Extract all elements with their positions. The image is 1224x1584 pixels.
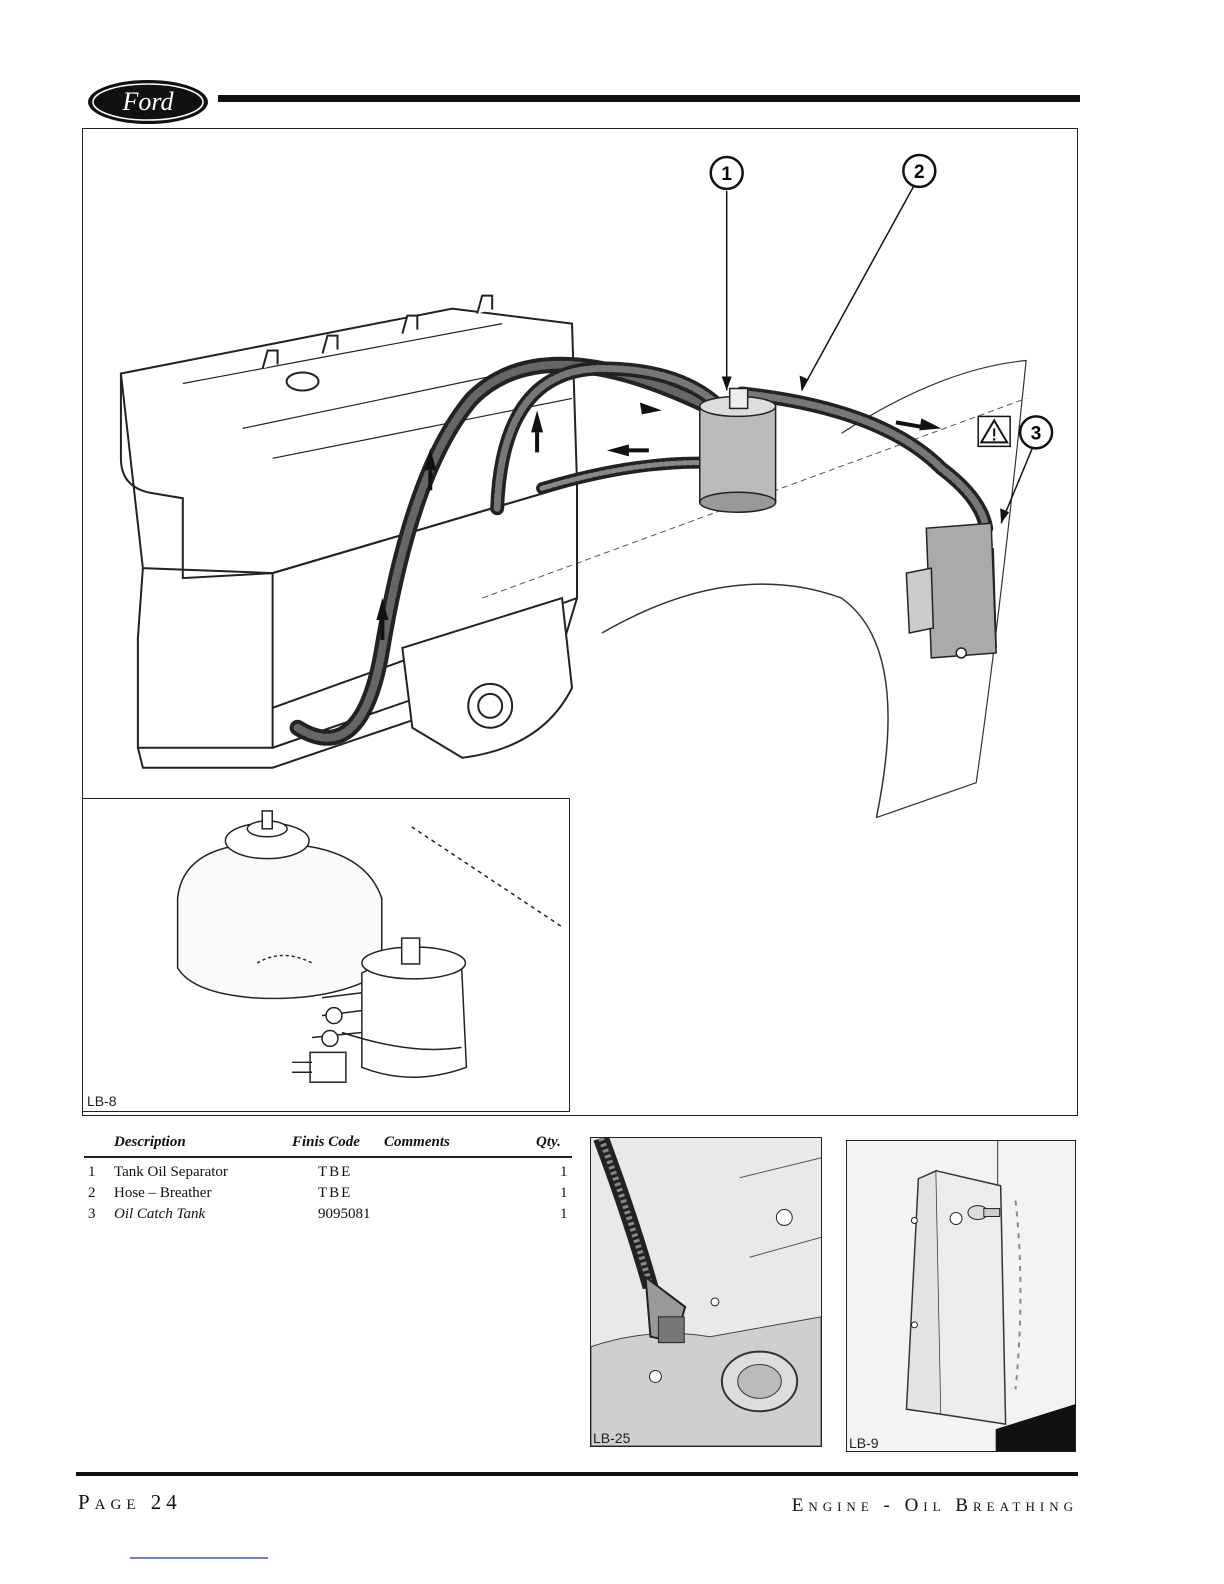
table-header-rule bbox=[84, 1156, 572, 1158]
part-description: Tank Oil Separator bbox=[114, 1164, 228, 1181]
column-header-description: Description bbox=[114, 1134, 186, 1151]
svg-text:2: 2 bbox=[914, 162, 925, 183]
callout-1: 1 bbox=[711, 157, 743, 189]
part-finis-code: TBE bbox=[318, 1164, 352, 1181]
part-qty: 1 bbox=[560, 1164, 568, 1181]
footer-link-line bbox=[130, 1557, 268, 1559]
table-row: 3 Oil Catch Tank 9095081 1 bbox=[84, 1206, 572, 1227]
parts-table-header: Description Finis Code Comments Qty. bbox=[84, 1134, 572, 1154]
inset-label: LB-8 bbox=[87, 1093, 117, 1109]
photo-label: LB-25 bbox=[593, 1430, 630, 1446]
header-rule bbox=[218, 95, 1080, 102]
table-row: 2 Hose – Breather TBE 1 bbox=[84, 1185, 572, 1206]
footer-rule bbox=[76, 1472, 1078, 1476]
svg-text:1: 1 bbox=[721, 164, 732, 185]
column-header-finis-code: Finis Code bbox=[292, 1134, 360, 1151]
part-description: Hose – Breather bbox=[114, 1185, 211, 1202]
section-title: Engine - Oil Breathing bbox=[792, 1495, 1078, 1517]
ford-logo-text: Ford bbox=[121, 87, 174, 116]
parts-table: Description Finis Code Comments Qty. 1 T… bbox=[84, 1134, 572, 1227]
column-header-comments: Comments bbox=[384, 1134, 450, 1151]
warning-triangle-icon bbox=[978, 416, 1010, 446]
table-row: 1 Tank Oil Separator TBE 1 bbox=[84, 1164, 572, 1185]
photo-label: LB-9 bbox=[849, 1435, 879, 1451]
page-number: Page 24 bbox=[78, 1490, 182, 1515]
oil-catch-tank-drawing bbox=[906, 523, 996, 658]
part-number: 2 bbox=[88, 1185, 96, 1202]
part-finis-code: 9095081 bbox=[318, 1206, 371, 1223]
svg-text:3: 3 bbox=[1031, 423, 1042, 444]
part-description: Oil Catch Tank bbox=[114, 1206, 205, 1223]
part-qty: 1 bbox=[560, 1206, 568, 1223]
part-number: 1 bbox=[88, 1164, 96, 1181]
oil-separator-drawing bbox=[700, 388, 776, 512]
callout-3: 3 bbox=[1020, 416, 1052, 448]
part-number: 3 bbox=[88, 1206, 96, 1223]
callout-2: 2 bbox=[903, 155, 935, 187]
inset-figure-lb8: LB-8 bbox=[82, 798, 570, 1112]
part-finis-code: TBE bbox=[318, 1185, 352, 1202]
photo-lb25: LB-25 bbox=[590, 1137, 822, 1447]
photo-lb9: LB-9 bbox=[846, 1140, 1076, 1452]
column-header-qty: Qty. bbox=[536, 1134, 561, 1151]
part-qty: 1 bbox=[560, 1185, 568, 1202]
ford-logo: Ford bbox=[86, 78, 210, 126]
